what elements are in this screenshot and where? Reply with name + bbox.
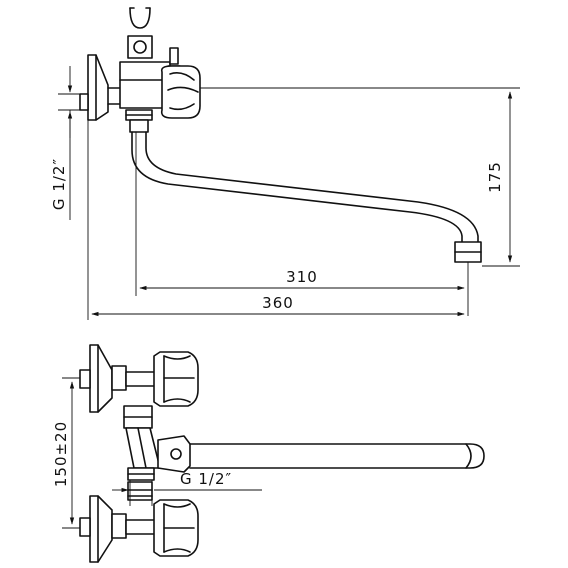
dim-thread-top-label: G 1/2″ bbox=[50, 158, 68, 210]
dim-center-distance-label: 150±20 bbox=[52, 421, 70, 487]
dim-center-distance: 150±20 bbox=[52, 377, 80, 529]
plan-view: 150±20 G 1/2″ bbox=[52, 344, 485, 563]
dim-thread-top: G 1/2″ bbox=[50, 66, 80, 220]
dim-spout-reach-label: 310 bbox=[286, 268, 318, 286]
wall-flange-top bbox=[79, 54, 123, 121]
upper-valve-plan bbox=[79, 344, 199, 413]
dim-overall-width: 360 bbox=[87, 120, 465, 320]
spout-top bbox=[131, 131, 482, 263]
dim-spout-reach: 310 bbox=[135, 132, 469, 316]
lower-valve-plan bbox=[79, 495, 199, 563]
mixer-body-plan bbox=[123, 405, 161, 501]
dim-overall-width-label: 360 bbox=[262, 294, 294, 312]
dim-thread-bottom: G 1/2″ bbox=[112, 470, 262, 506]
spout-plan bbox=[157, 435, 485, 473]
dim-thread-bottom-label: G 1/2″ bbox=[180, 470, 232, 488]
side-elevation-view: 175 310 360 G 1/2″ bbox=[50, 7, 520, 320]
union-nut-top bbox=[125, 109, 153, 133]
dim-height-label: 175 bbox=[486, 161, 504, 193]
valve-body-top bbox=[119, 7, 181, 109]
dim-height: 175 bbox=[200, 87, 520, 267]
valve-handle-top bbox=[160, 65, 201, 119]
